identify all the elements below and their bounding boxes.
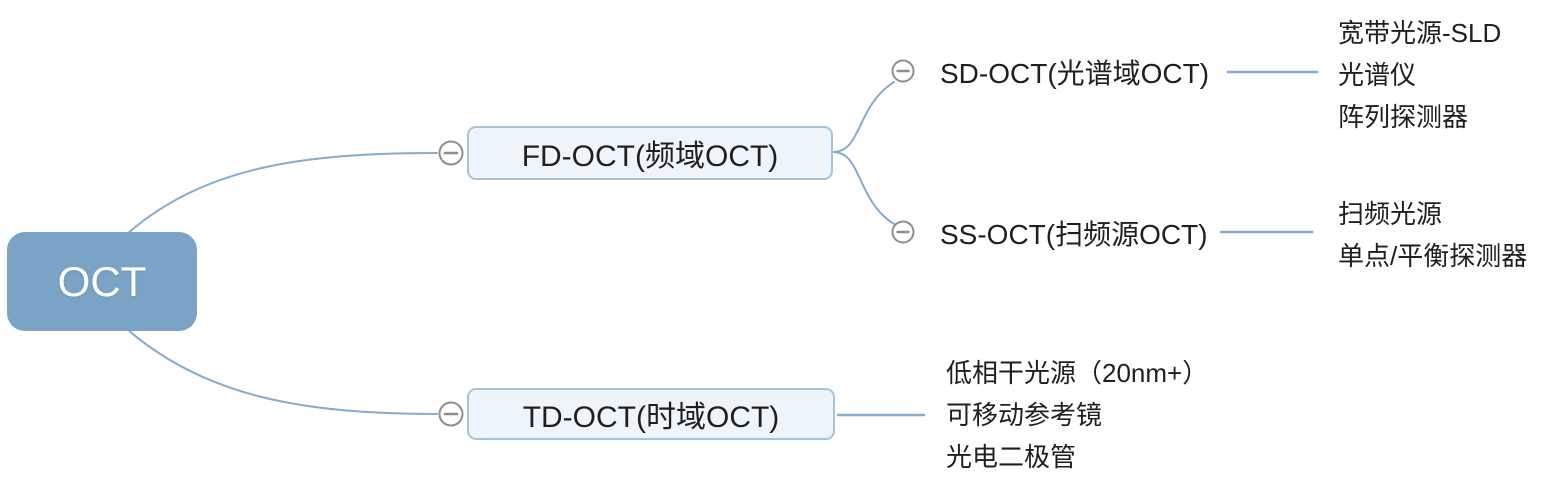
collapse-minus-icon[interactable] — [438, 140, 464, 166]
node-ss-oct-label: SS-OCT(扫频源OCT) — [940, 219, 1208, 250]
node-sd-oct[interactable]: SD-OCT(光谱域OCT) — [940, 52, 1209, 92]
detail-line[interactable]: 宽带光源-SLD — [1338, 18, 1502, 48]
detail-line[interactable]: 光谱仪 — [1338, 60, 1417, 90]
detail-line[interactable]: 光电二极管 — [946, 442, 1077, 472]
detail-line[interactable]: 阵列探测器 — [1338, 102, 1469, 132]
td-oct-details: 低相干光源（20nm+） 可移动参考镜 光电二极管 — [946, 352, 1208, 478]
edge-root-to-td — [126, 328, 438, 415]
ss-oct-details: 扫频光源 单点/平衡探测器 — [1338, 193, 1527, 277]
collapse-minus-icon[interactable] — [891, 220, 917, 246]
sd-oct-details: 宽带光源-SLD 光谱仪 阵列探测器 — [1338, 12, 1501, 138]
node-td-oct[interactable]: TD-OCT(时域OCT) — [467, 388, 835, 440]
node-sd-oct-label: SD-OCT(光谱域OCT) — [940, 58, 1210, 89]
edge-root-to-fd — [126, 152, 438, 235]
detail-line[interactable]: 可移动参考镜 — [946, 400, 1103, 430]
edge-fd-to-ss — [832, 151, 895, 225]
root-node-label: OCT — [57, 257, 147, 305]
detail-line[interactable]: 单点/平衡探测器 — [1338, 241, 1528, 271]
node-ss-oct[interactable]: SS-OCT(扫频源OCT) — [940, 213, 1208, 253]
node-fd-oct-label: FD-OCT(频域OCT) — [521, 140, 779, 173]
collapse-minus-icon[interactable] — [438, 401, 464, 427]
node-td-oct-label: TD-OCT(时域OCT) — [522, 401, 780, 434]
detail-line[interactable]: 低相干光源（20nm+） — [946, 358, 1209, 388]
node-fd-oct[interactable]: FD-OCT(频域OCT) — [467, 126, 833, 180]
root-node-oct[interactable]: OCT — [7, 232, 197, 331]
detail-line[interactable]: 扫频光源 — [1338, 199, 1443, 229]
collapse-minus-icon[interactable] — [891, 59, 917, 85]
edge-fd-to-sd — [832, 81, 895, 153]
